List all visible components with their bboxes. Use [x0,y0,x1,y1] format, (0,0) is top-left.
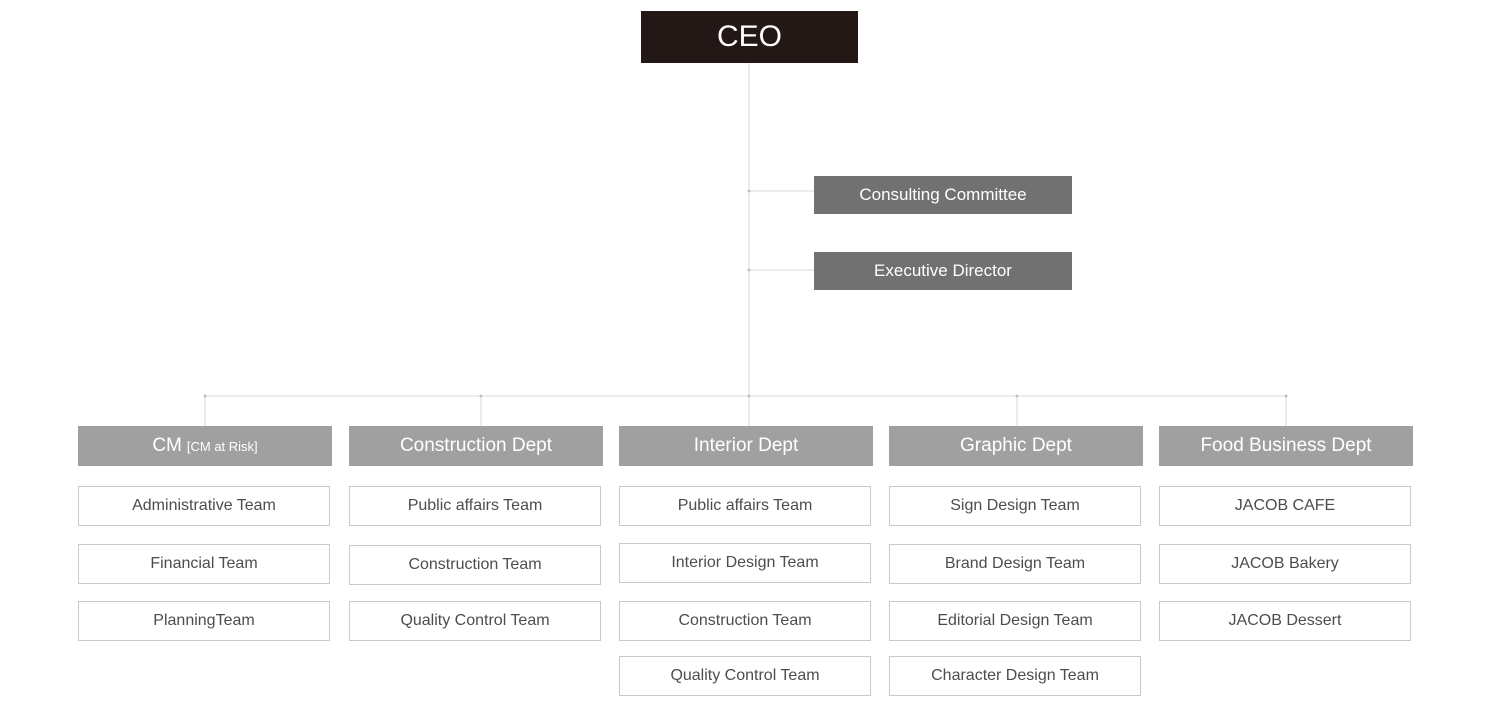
team-label: Public affairs Team [407,497,543,514]
team-label: Public affairs Team [677,497,813,514]
team-box: JACOB CAFE [1159,486,1411,526]
executive-director-box: Executive Director [814,252,1072,290]
team-label: Construction Team [678,612,812,629]
ceo-box: CEO [641,11,858,63]
team-box: JACOB Dessert [1159,601,1411,641]
department-joint-dot [1284,394,1288,398]
team-box: Brand Design Team [889,544,1141,584]
team-box: Interior Design Team [619,543,871,583]
team-label: Financial Team [150,555,258,572]
department-label: Interior Dept [693,435,799,456]
team-box: JACOB Bakery [1159,544,1411,584]
executive-joint-dot [747,268,751,272]
department-graphic-dept-box: Graphic Dept [889,426,1143,466]
team-box: Administrative Team [78,486,330,526]
department-joint-dot [1015,394,1019,398]
team-box: Quality Control Team [619,656,871,696]
department-joint-dot [479,394,483,398]
executive-director-label: Executive Director [874,261,1012,280]
department-joint-dot [203,394,207,398]
department-food-business-dept-box: Food Business Dept [1159,426,1413,466]
team-box: Editorial Design Team [889,601,1141,641]
consulting-committee-box: Consulting Committee [814,176,1072,214]
team-box: Character Design Team [889,656,1141,696]
team-label: Interior Design Team [671,554,819,571]
department-label: Construction Dept [399,435,553,456]
team-box: Construction Team [619,601,871,641]
team-label: Quality Control Team [400,612,550,629]
team-label: JACOB CAFE [1234,497,1336,514]
team-label: PlanningTeam [153,612,255,629]
team-label: Construction Team [408,556,542,573]
department-construction-dept-box: Construction Dept [349,426,603,466]
department-cm-box: CM[CM at Risk] [78,426,332,466]
team-label: JACOB Bakery [1231,555,1339,572]
department-label: Graphic Dept [960,435,1072,456]
team-box: Sign Design Team [889,486,1141,526]
department-interior-dept-box: Interior Dept [619,426,873,466]
team-label: Brand Design Team [944,555,1086,572]
team-label: Quality Control Team [670,667,820,684]
team-label: Sign Design Team [950,497,1080,514]
team-box: Financial Team [78,544,330,584]
team-label: JACOB Dessert [1228,612,1342,629]
team-box: Construction Team [349,545,601,585]
team-label: Administrative Team [132,497,276,514]
team-box: Public affairs Team [619,486,871,526]
team-label: Character Design Team [931,667,1099,684]
department-note: [CM at Risk] [186,438,258,454]
team-box: PlanningTeam [78,601,330,641]
consulting-committee-label: Consulting Committee [859,185,1027,204]
committee-joint-dot [747,189,751,193]
department-label: CM [152,435,182,456]
ceo-label: CEO [716,20,782,53]
team-box: Quality Control Team [349,601,601,641]
department-joint-dot [747,394,751,398]
team-label: Editorial Design Team [937,612,1093,629]
team-box: Public affairs Team [349,486,601,526]
department-label: Food Business Dept [1200,435,1372,456]
